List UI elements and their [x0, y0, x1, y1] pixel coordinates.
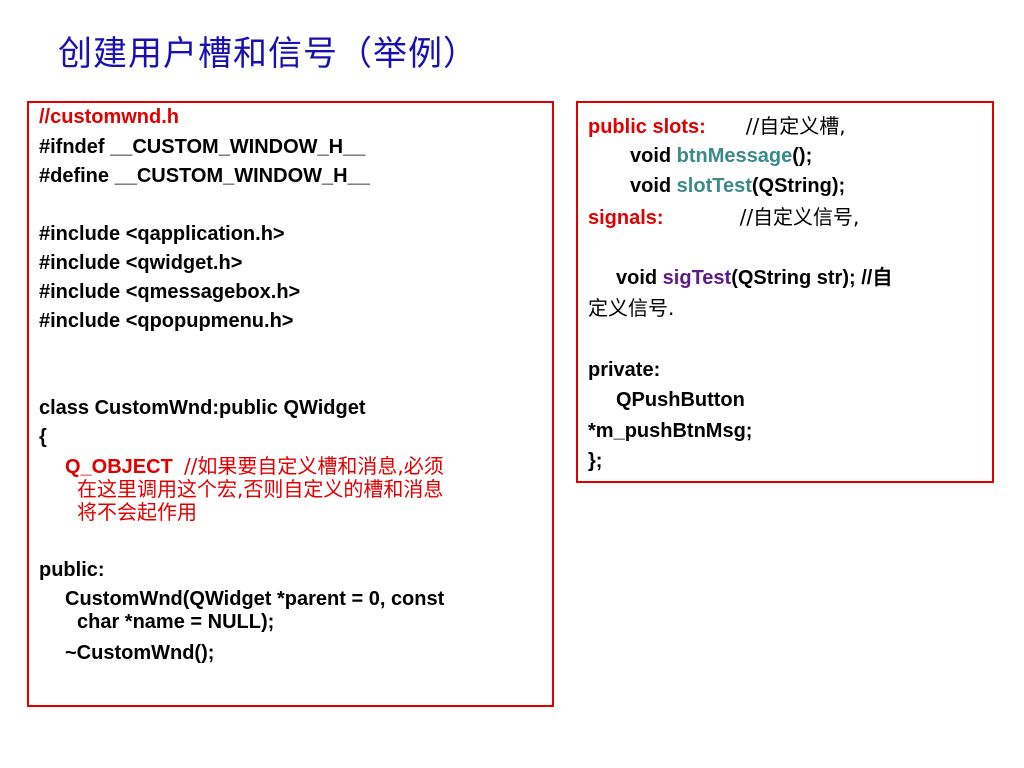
code-line-qpushbutton: QPushButton	[616, 389, 745, 411]
code-line-open-brace: {	[39, 426, 47, 448]
code-line-include-qwidget: #include <qwidget.h>	[39, 252, 243, 274]
slots-signals-code-box: public slots://自定义槽, void btnMessage(); …	[576, 101, 994, 483]
code-line-constructor-cont: char *name = NULL);	[77, 611, 275, 633]
code-line-class-decl: class CustomWnd:public QWidget	[39, 397, 366, 419]
code-line-private: private:	[588, 359, 661, 381]
code-line-member-var: *m_pushBtnMsg;	[588, 420, 753, 442]
slide-title: 创建用户槽和信号（举例）	[58, 34, 478, 74]
code-line-ifndef: #ifndef __CUSTOM_WINDOW_H__	[39, 136, 366, 158]
code-line-q-object: Q_OBJECT //如果要自定义槽和消息,必须	[65, 454, 444, 478]
code-line-slottest: void slotTest(QString);	[630, 175, 846, 197]
code-line-include-qapplication: #include <qapplication.h>	[39, 223, 285, 245]
code-line-public: public:	[39, 559, 105, 581]
code-line-destructor: ~CustomWnd();	[65, 642, 215, 664]
code-line-constructor: CustomWnd(QWidget *parent = 0, const	[65, 588, 445, 610]
code-line-include-qpopupmenu: #include <qpopupmenu.h>	[39, 310, 294, 332]
header-code-box: //customwnd.h #ifndef __CUSTOM_WINDOW_H_…	[27, 101, 554, 707]
code-line-define: #define __CUSTOM_WINDOW_H__	[39, 165, 370, 187]
code-line-btnmessage: void btnMessage();	[630, 145, 813, 167]
code-line-include-qmessagebox: #include <qmessagebox.h>	[39, 281, 301, 303]
code-line-signals: signals://自定义信号,	[588, 205, 860, 229]
code-line-close-brace: };	[588, 450, 603, 472]
code-line-sigtest: void sigTest(QString str); //自	[616, 267, 893, 289]
code-line-filename: //customwnd.h	[39, 106, 180, 128]
code-line-comment-cont-2: 将不会起作用	[77, 500, 197, 524]
code-line-public-slots: public slots://自定义槽,	[588, 114, 846, 138]
code-line-sigtest-comment-cont: 定义信号.	[588, 296, 675, 320]
code-line-comment-cont-1: 在这里调用这个宏,否则自定义的槽和消息	[77, 477, 444, 501]
